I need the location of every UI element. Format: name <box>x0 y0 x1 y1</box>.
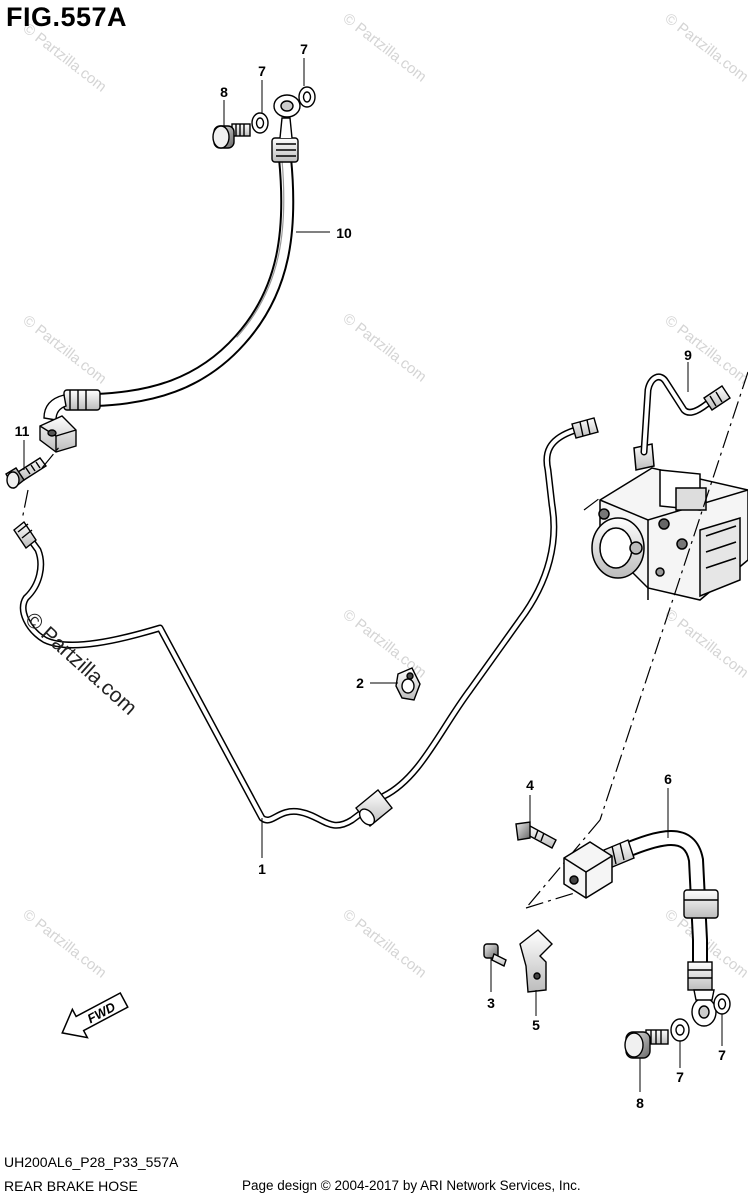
callout-1: 1 <box>258 861 266 877</box>
figure-subtitle: REAR BRAKE HOSE <box>4 1178 138 1194</box>
washer <box>251 112 269 134</box>
union-bolt <box>624 1029 669 1059</box>
banjo-fitting-top <box>271 94 301 163</box>
callout-2: 2 <box>356 675 364 691</box>
callout-5: 5 <box>532 1017 540 1033</box>
page-credit: Page design © 2004-2017 by ARI Network S… <box>242 1178 581 1193</box>
brake-pipe <box>18 422 590 829</box>
callout-7: 7 <box>718 1047 726 1063</box>
callout-9: 9 <box>684 347 692 363</box>
figure-code: UH200AL6_P28_P33_557A <box>4 1154 179 1170</box>
abs-unit <box>591 443 748 601</box>
callout-8: 8 <box>636 1095 644 1111</box>
washer <box>670 1018 690 1042</box>
callout-11: 11 <box>15 423 30 439</box>
bolt <box>5 457 48 490</box>
union-bolt <box>212 123 251 149</box>
callout-leaders <box>23 58 723 1092</box>
callout-7: 7 <box>300 41 308 57</box>
pipe-flare-nut <box>703 385 731 411</box>
callout-4: 4 <box>526 777 534 793</box>
bolt <box>515 821 557 849</box>
hose-fitting <box>603 839 719 1027</box>
callout-7: 7 <box>258 63 266 79</box>
callout-3: 3 <box>487 995 495 1011</box>
pipe-grommet <box>355 789 393 827</box>
joint-block <box>563 841 613 899</box>
callout-8: 8 <box>220 84 228 100</box>
hose-joint-fitting <box>39 389 101 453</box>
washer <box>298 86 316 108</box>
callout-6: 6 <box>664 771 672 787</box>
pipe-flare-nut <box>13 520 37 550</box>
callout-labels: 1 2 3 4 5 6 7 7 7 7 8 8 9 10 11 <box>15 41 727 1111</box>
forward-direction-arrow: FWD <box>61 991 129 1039</box>
brake-hose-upper <box>88 151 295 407</box>
bolt <box>483 943 507 967</box>
brake-hose-lower <box>614 830 708 994</box>
figure-title: FIG.557A <box>6 2 128 32</box>
callout-7: 7 <box>676 1069 684 1085</box>
bracket <box>519 929 553 993</box>
brake-pipe-abs <box>640 373 716 456</box>
pipe-flare-nut <box>571 417 599 439</box>
callout-10: 10 <box>336 225 352 241</box>
pipe-clamp <box>395 667 421 701</box>
washer <box>713 993 731 1015</box>
